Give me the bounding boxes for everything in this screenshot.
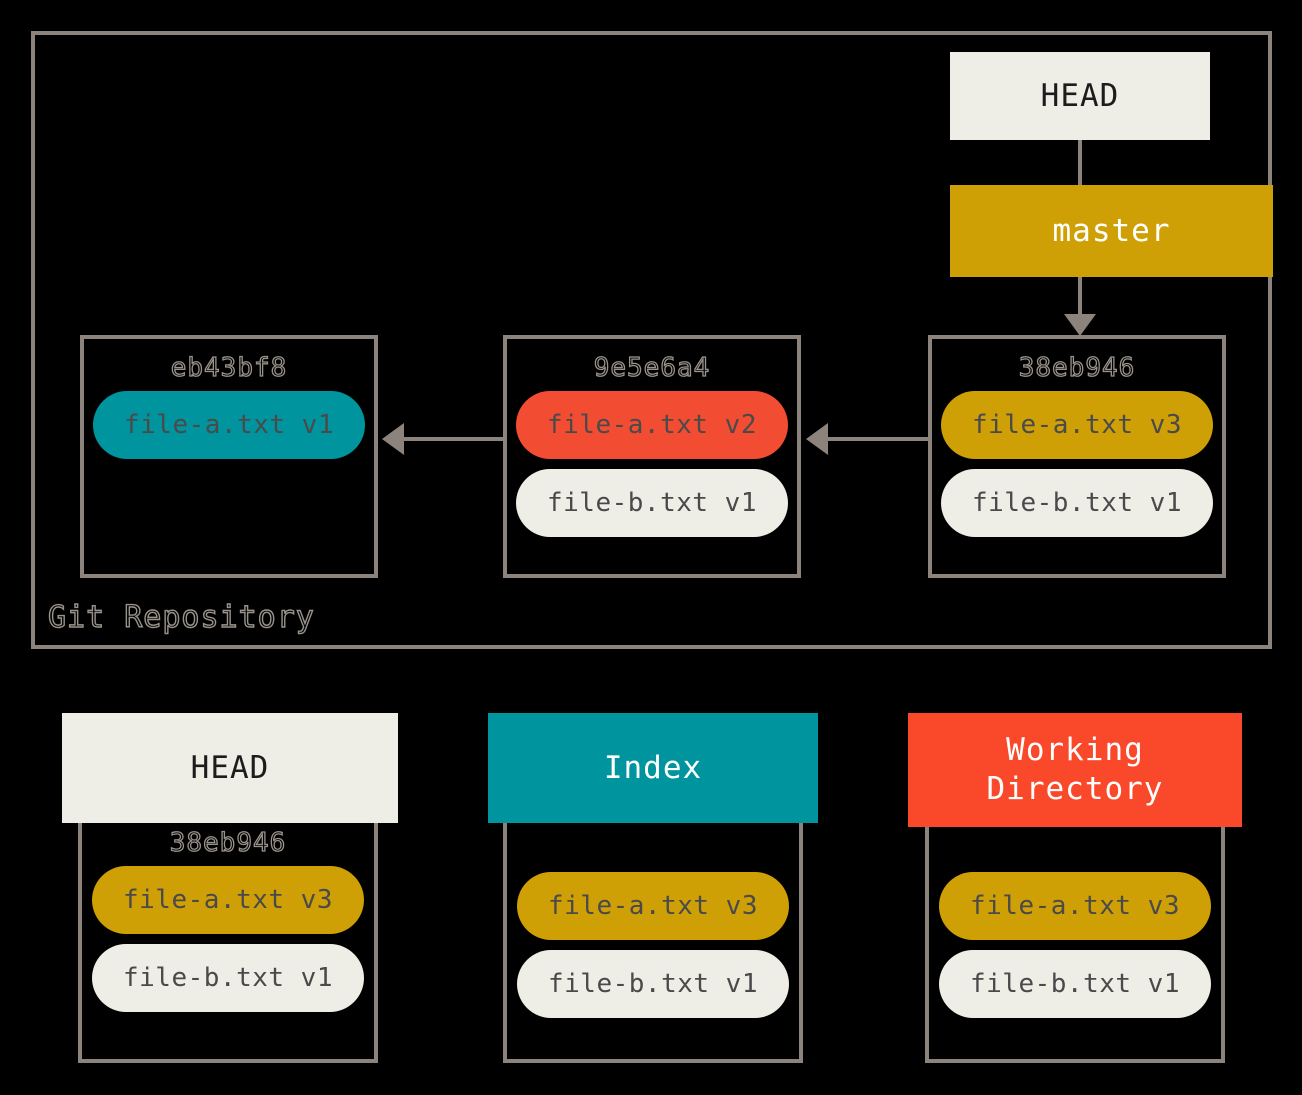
column-file-pill: file-a.txt v3 bbox=[939, 872, 1211, 940]
column-title: HEAD bbox=[190, 749, 270, 786]
repo-branch-master-box: master bbox=[950, 185, 1273, 277]
commit-hash: 9e5e6a4 bbox=[593, 352, 711, 383]
column-file-pill: file-b.txt v1 bbox=[517, 950, 789, 1018]
git-repository-label: Git Repository bbox=[47, 599, 315, 635]
column-body-head: 38eb946 file-a.txt v3 file-b.txt v1 bbox=[78, 790, 378, 1063]
commit-file-pill: file-a.txt v2 bbox=[516, 391, 788, 459]
column-file-pill: file-a.txt v3 bbox=[517, 872, 789, 940]
commit-edge-3-to-2 bbox=[824, 437, 928, 441]
column-header-head: HEAD bbox=[62, 713, 398, 823]
arrow-left-icon bbox=[382, 423, 404, 455]
connector-head-to-master bbox=[1078, 140, 1082, 185]
git-repository-container bbox=[31, 31, 1272, 649]
commit-file-pill: file-b.txt v1 bbox=[516, 469, 788, 537]
commit-node-3: 38eb946 file-a.txt v3 file-b.txt v1 bbox=[928, 335, 1226, 578]
column-file-pill: file-b.txt v1 bbox=[92, 944, 364, 1012]
column-title: Working Directory bbox=[987, 731, 1164, 809]
connector-master-to-commit bbox=[1078, 277, 1082, 319]
commit-node-1: eb43bf8 file-a.txt v1 bbox=[80, 335, 378, 578]
commit-file-pill: file-a.txt v3 bbox=[941, 391, 1213, 459]
arrow-down-icon bbox=[1064, 314, 1096, 336]
column-file-pill: file-a.txt v3 bbox=[92, 866, 364, 934]
commit-hash: eb43bf8 bbox=[170, 352, 288, 383]
column-title-line1: Working bbox=[1006, 732, 1144, 769]
repo-branch-master-label: master bbox=[1052, 213, 1171, 249]
column-commit-hash: 38eb946 bbox=[169, 827, 287, 858]
arrow-left-icon bbox=[806, 423, 828, 455]
column-header-index: Index bbox=[488, 713, 818, 823]
column-title-line2: Directory bbox=[986, 771, 1164, 807]
repo-head-pointer-label: HEAD bbox=[1040, 78, 1120, 114]
commit-file-pill: file-b.txt v1 bbox=[941, 469, 1213, 537]
column-body-working-directory: file-a.txt v3 file-b.txt v1 bbox=[925, 790, 1225, 1063]
column-header-working-directory: Working Directory bbox=[908, 713, 1242, 827]
column-body-index: file-a.txt v3 file-b.txt v1 bbox=[503, 790, 803, 1063]
commit-hash: 38eb946 bbox=[1018, 352, 1136, 383]
commit-edge-2-to-1 bbox=[400, 437, 504, 441]
commit-file-pill: file-a.txt v1 bbox=[93, 391, 365, 459]
repo-head-pointer-box: HEAD bbox=[950, 52, 1210, 140]
commit-node-2: 9e5e6a4 file-a.txt v2 file-b.txt v1 bbox=[503, 335, 801, 578]
column-file-pill: file-b.txt v1 bbox=[939, 950, 1211, 1018]
column-title: Index bbox=[603, 749, 703, 786]
